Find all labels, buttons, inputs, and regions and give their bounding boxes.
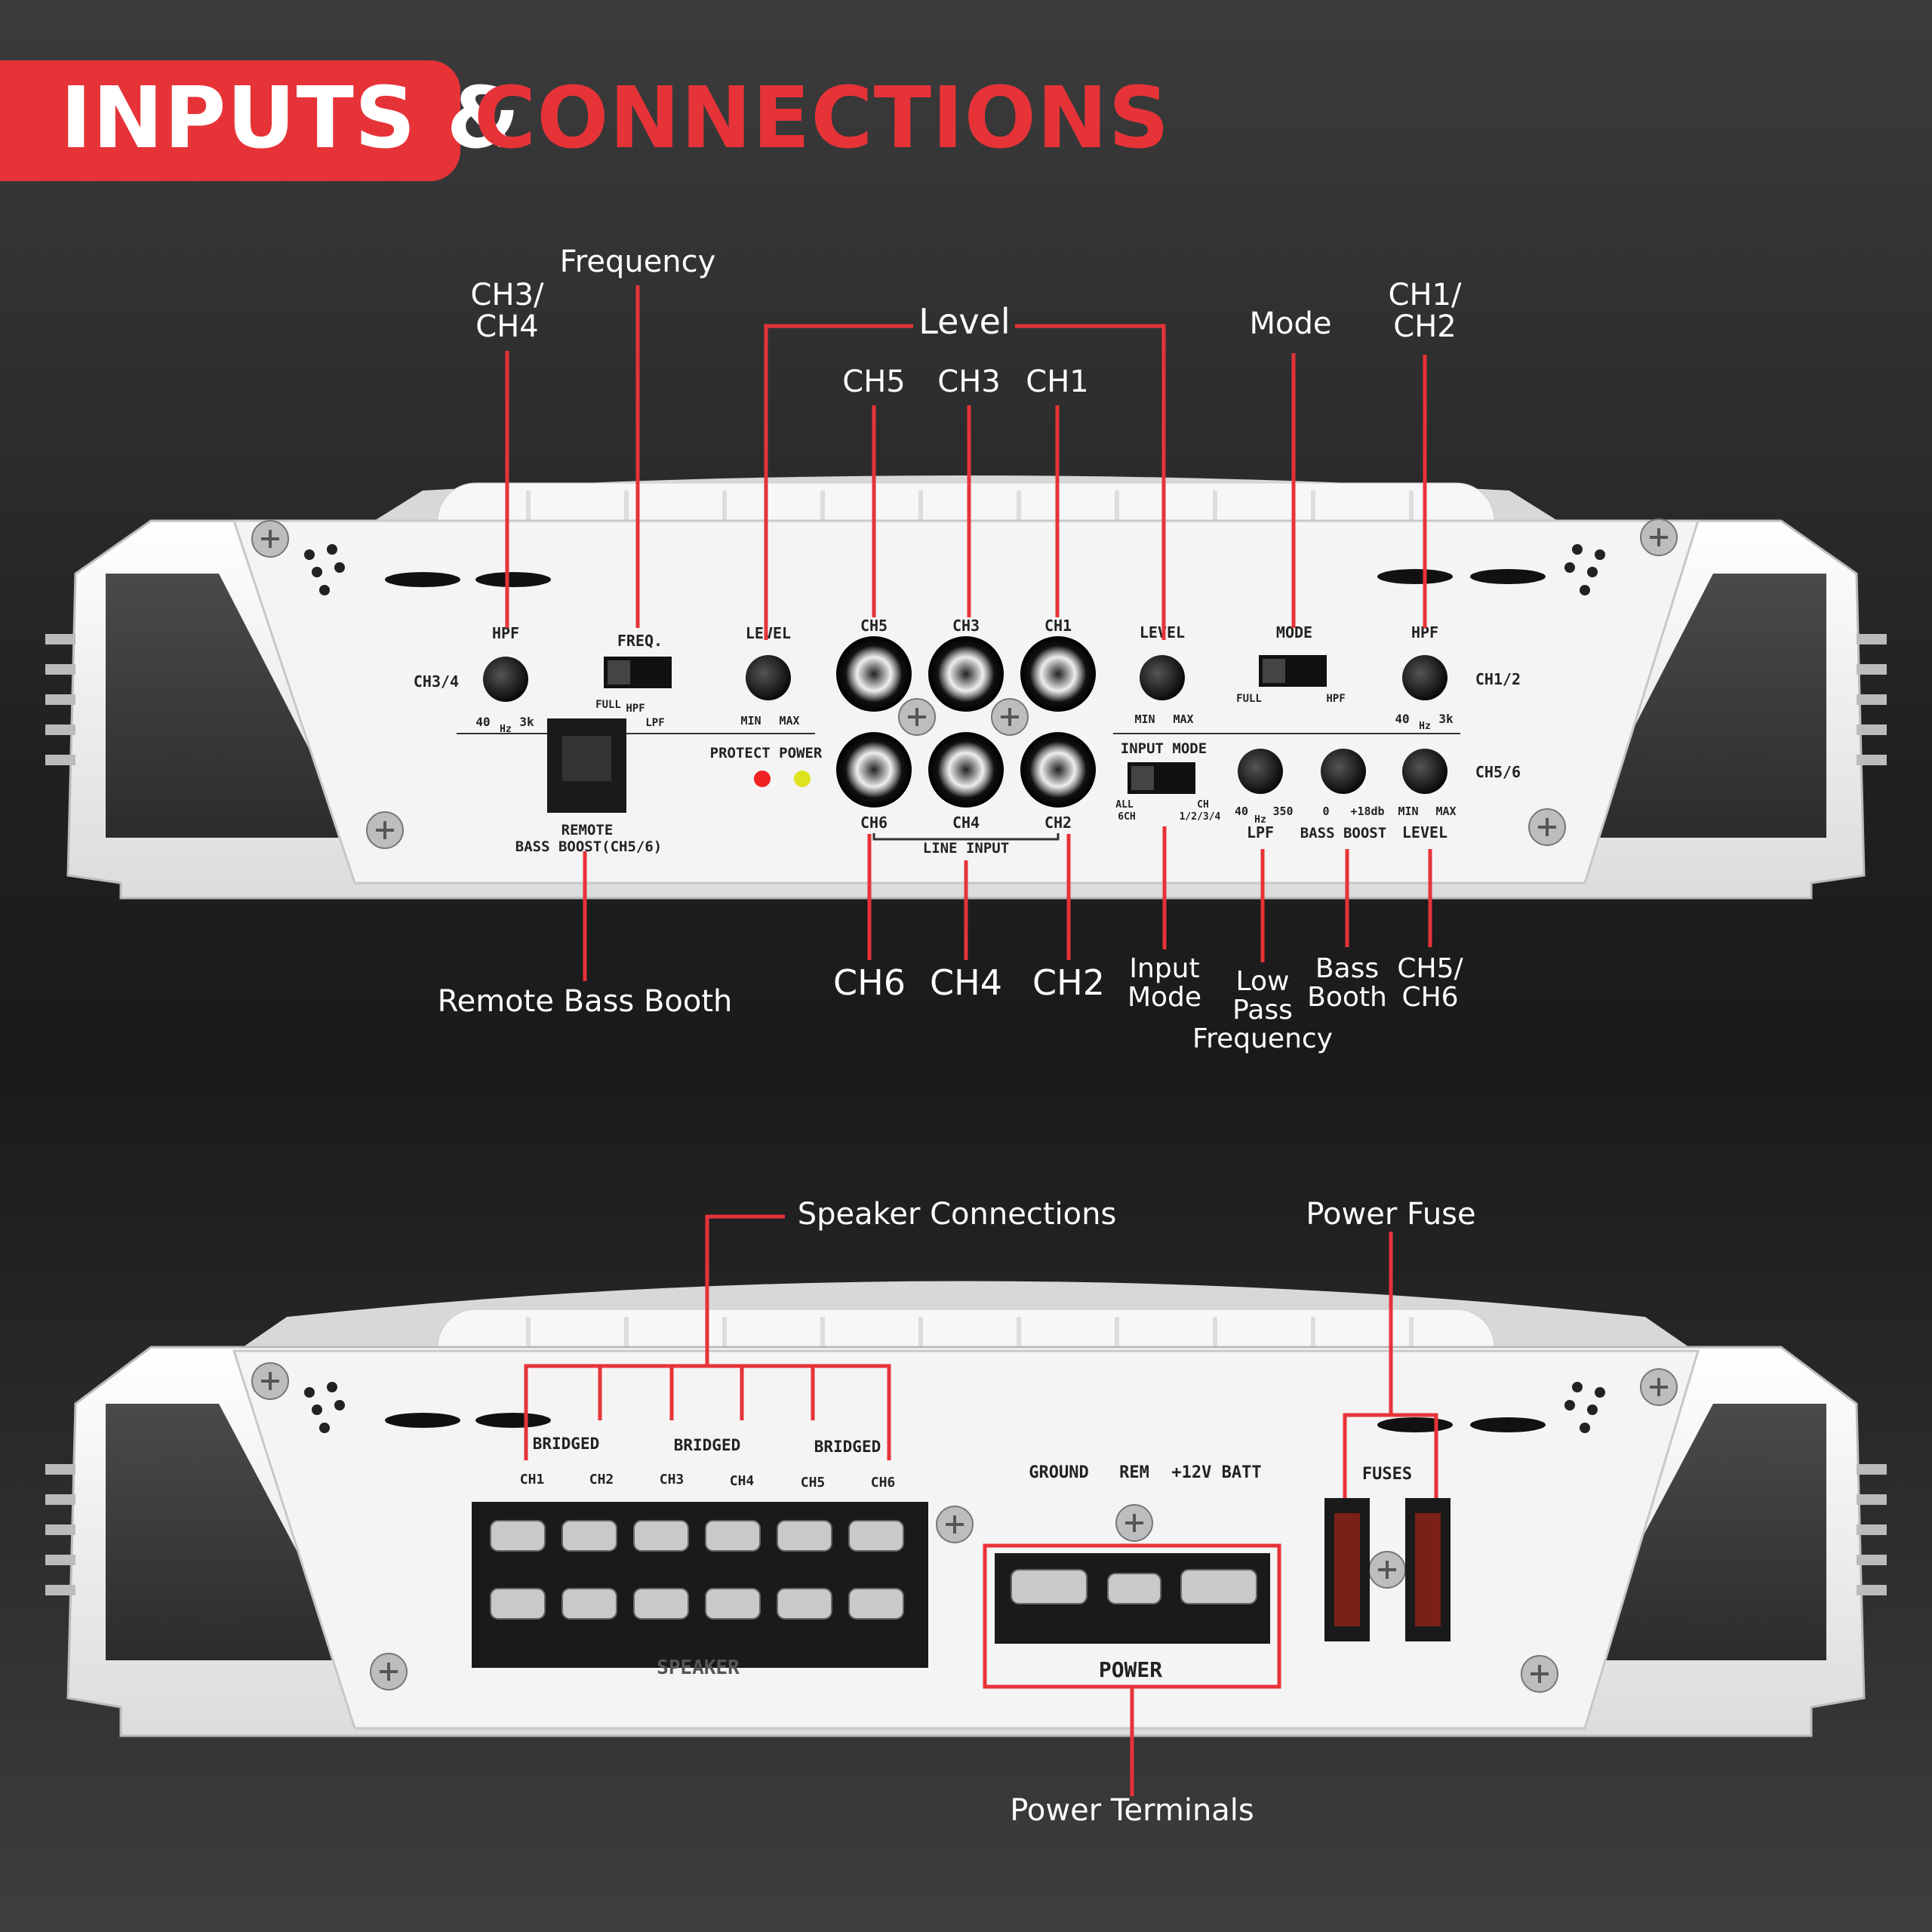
hz3k-label: 3k xyxy=(519,715,534,729)
min-ch56-label: MIN xyxy=(1398,804,1418,818)
bridged-label-1: BRIDGED xyxy=(533,1435,600,1453)
lpf-panel-label: LPF xyxy=(1247,823,1274,841)
terminal-ch3-label: CH3 xyxy=(660,1472,685,1487)
callout-lines xyxy=(505,285,1438,1796)
min-label: MIN xyxy=(740,714,761,728)
ground-label: GROUND xyxy=(1029,1463,1088,1482)
terminal-ch2-label: CH2 xyxy=(589,1472,614,1487)
six-ch-label: 6CH xyxy=(1118,811,1135,823)
lpf-small-label: LPF xyxy=(645,717,664,729)
rca-ch6-label: CH6 xyxy=(860,814,888,832)
lpf-hz-label: Hz xyxy=(1254,814,1266,826)
terminal-ch4-label: CH4 xyxy=(730,1473,755,1489)
hz40-label: 40 xyxy=(475,715,490,729)
ch1234-label: 1/2/3/4 xyxy=(1180,811,1221,823)
freq-label: FREQ. xyxy=(617,632,663,650)
terminal-ch1-label: CH1 xyxy=(520,1472,545,1487)
full-label: FULL xyxy=(595,699,621,711)
bridged-label-2: BRIDGED xyxy=(674,1436,741,1454)
bass-boost-knob[interactable] xyxy=(1321,749,1366,794)
rca-ch3-label: CH3 xyxy=(952,617,980,635)
input-mode-panel-label: INPUT MODE xyxy=(1121,740,1207,757)
mode-hpf-label: HPF xyxy=(1326,693,1345,705)
terminal-ch6-label: CH6 xyxy=(871,1475,896,1491)
max-ch12-label: MAX xyxy=(1173,712,1193,726)
title-badge xyxy=(0,60,460,181)
mode-full-label: FULL xyxy=(1236,693,1262,705)
speaker-panel-label: SPEAKER xyxy=(657,1657,740,1679)
hz-label: Hz xyxy=(500,724,512,735)
line-input-label: LINE INPUT xyxy=(923,840,1009,857)
callout-low-pass-frequency: Low Pass Frequency xyxy=(1192,966,1333,1054)
power-panel-label: POWER xyxy=(1099,1657,1162,1682)
callout-ch1: CH1 xyxy=(1026,365,1089,399)
callout-frequency: Frequency xyxy=(559,245,716,279)
terminal-ch5-label: CH5 xyxy=(801,1475,826,1491)
title-part1: INPUTS & xyxy=(60,69,521,168)
max-label: MAX xyxy=(779,714,799,728)
ch-small-label: CH xyxy=(1197,799,1209,811)
all-label: ALL xyxy=(1115,799,1134,811)
callout-ch5: CH5 xyxy=(842,365,906,399)
callout-input-mode: Input Mode xyxy=(1127,953,1202,1013)
protect-power-label: PROTECT POWER xyxy=(710,745,823,761)
protect-led xyxy=(754,771,771,787)
ch56-panel-label: CH5/6 xyxy=(1475,763,1521,781)
level-ch56-knob[interactable] xyxy=(1402,749,1447,794)
power-led xyxy=(794,771,811,787)
lpf-40-label: 40 xyxy=(1235,804,1248,818)
bottom-amplifier xyxy=(45,1281,1887,1737)
title-part2: CONNECTIONS xyxy=(474,69,1171,168)
callout-level: Level xyxy=(918,301,1011,342)
batt-label: +12V BATT xyxy=(1171,1463,1261,1482)
rca-ch1-label: CH1 xyxy=(1044,617,1072,635)
remote-label: REMOTE xyxy=(561,822,614,838)
rca-ch2-label: CH2 xyxy=(1044,814,1072,832)
hpf-ch34-knob[interactable] xyxy=(483,657,528,702)
callout-ch3: CH3 xyxy=(937,365,1001,399)
callout-mode: Mode xyxy=(1249,306,1332,341)
callout-ch6: CH6 xyxy=(833,962,906,1003)
lpf-350-label: 350 xyxy=(1272,804,1293,818)
top-amplifier xyxy=(45,475,1887,900)
max-ch56-label: MAX xyxy=(1435,804,1456,818)
hpf-ch12-knob[interactable] xyxy=(1402,655,1447,700)
rca-inputs[interactable] xyxy=(836,636,1096,808)
hz3k-ch12-label: 3k xyxy=(1438,712,1454,726)
callout-ch56: CH5/ CH6 xyxy=(1397,953,1463,1013)
level-ch56-label: LEVEL xyxy=(1402,823,1447,841)
callout-speaker-connections: Speaker Connections xyxy=(797,1197,1117,1232)
ch12-panel-label: CH1/2 xyxy=(1475,670,1521,688)
callout-ch2: CH2 xyxy=(1032,962,1105,1003)
callout-power-terminals: Power Terminals xyxy=(1010,1793,1254,1828)
bass-0-label: 0 xyxy=(1322,804,1329,818)
rca-ch5-label: CH5 xyxy=(860,617,888,635)
bass-boost-ch56-label: BASS BOOST(CH5/6) xyxy=(515,838,662,855)
bass-18db-label: +18db xyxy=(1350,804,1384,818)
callout-power-fuse: Power Fuse xyxy=(1306,1197,1476,1232)
level-label: LEVEL xyxy=(746,624,791,642)
callout-remote-bass-booth: Remote Bass Booth xyxy=(437,984,733,1019)
ch34-label: CH3/4 xyxy=(414,672,459,691)
min-ch12-label: MIN xyxy=(1134,712,1155,726)
bridged-label-3: BRIDGED xyxy=(814,1438,881,1456)
hpf-small-label: HPF xyxy=(626,703,645,715)
hz-ch12-label: Hz xyxy=(1419,721,1431,732)
hz40-ch12-label: 40 xyxy=(1395,712,1409,726)
bass-boost-panel-label: BASS BOOST xyxy=(1300,825,1386,841)
level-ch34-knob[interactable] xyxy=(746,655,791,700)
rem-label: REM xyxy=(1119,1463,1149,1482)
callout-ch4: CH4 xyxy=(930,962,1002,1003)
level-ch12-knob[interactable] xyxy=(1140,655,1185,700)
rca-ch4-label: CH4 xyxy=(952,814,980,832)
callout-ch34: CH3/ CH4 xyxy=(470,278,544,344)
callout-bass-booth: Bass Booth xyxy=(1307,953,1387,1013)
lpf-knob[interactable] xyxy=(1238,749,1283,794)
callout-ch12: CH1/ CH2 xyxy=(1388,278,1462,344)
fuses-label: FUSES xyxy=(1362,1465,1412,1484)
